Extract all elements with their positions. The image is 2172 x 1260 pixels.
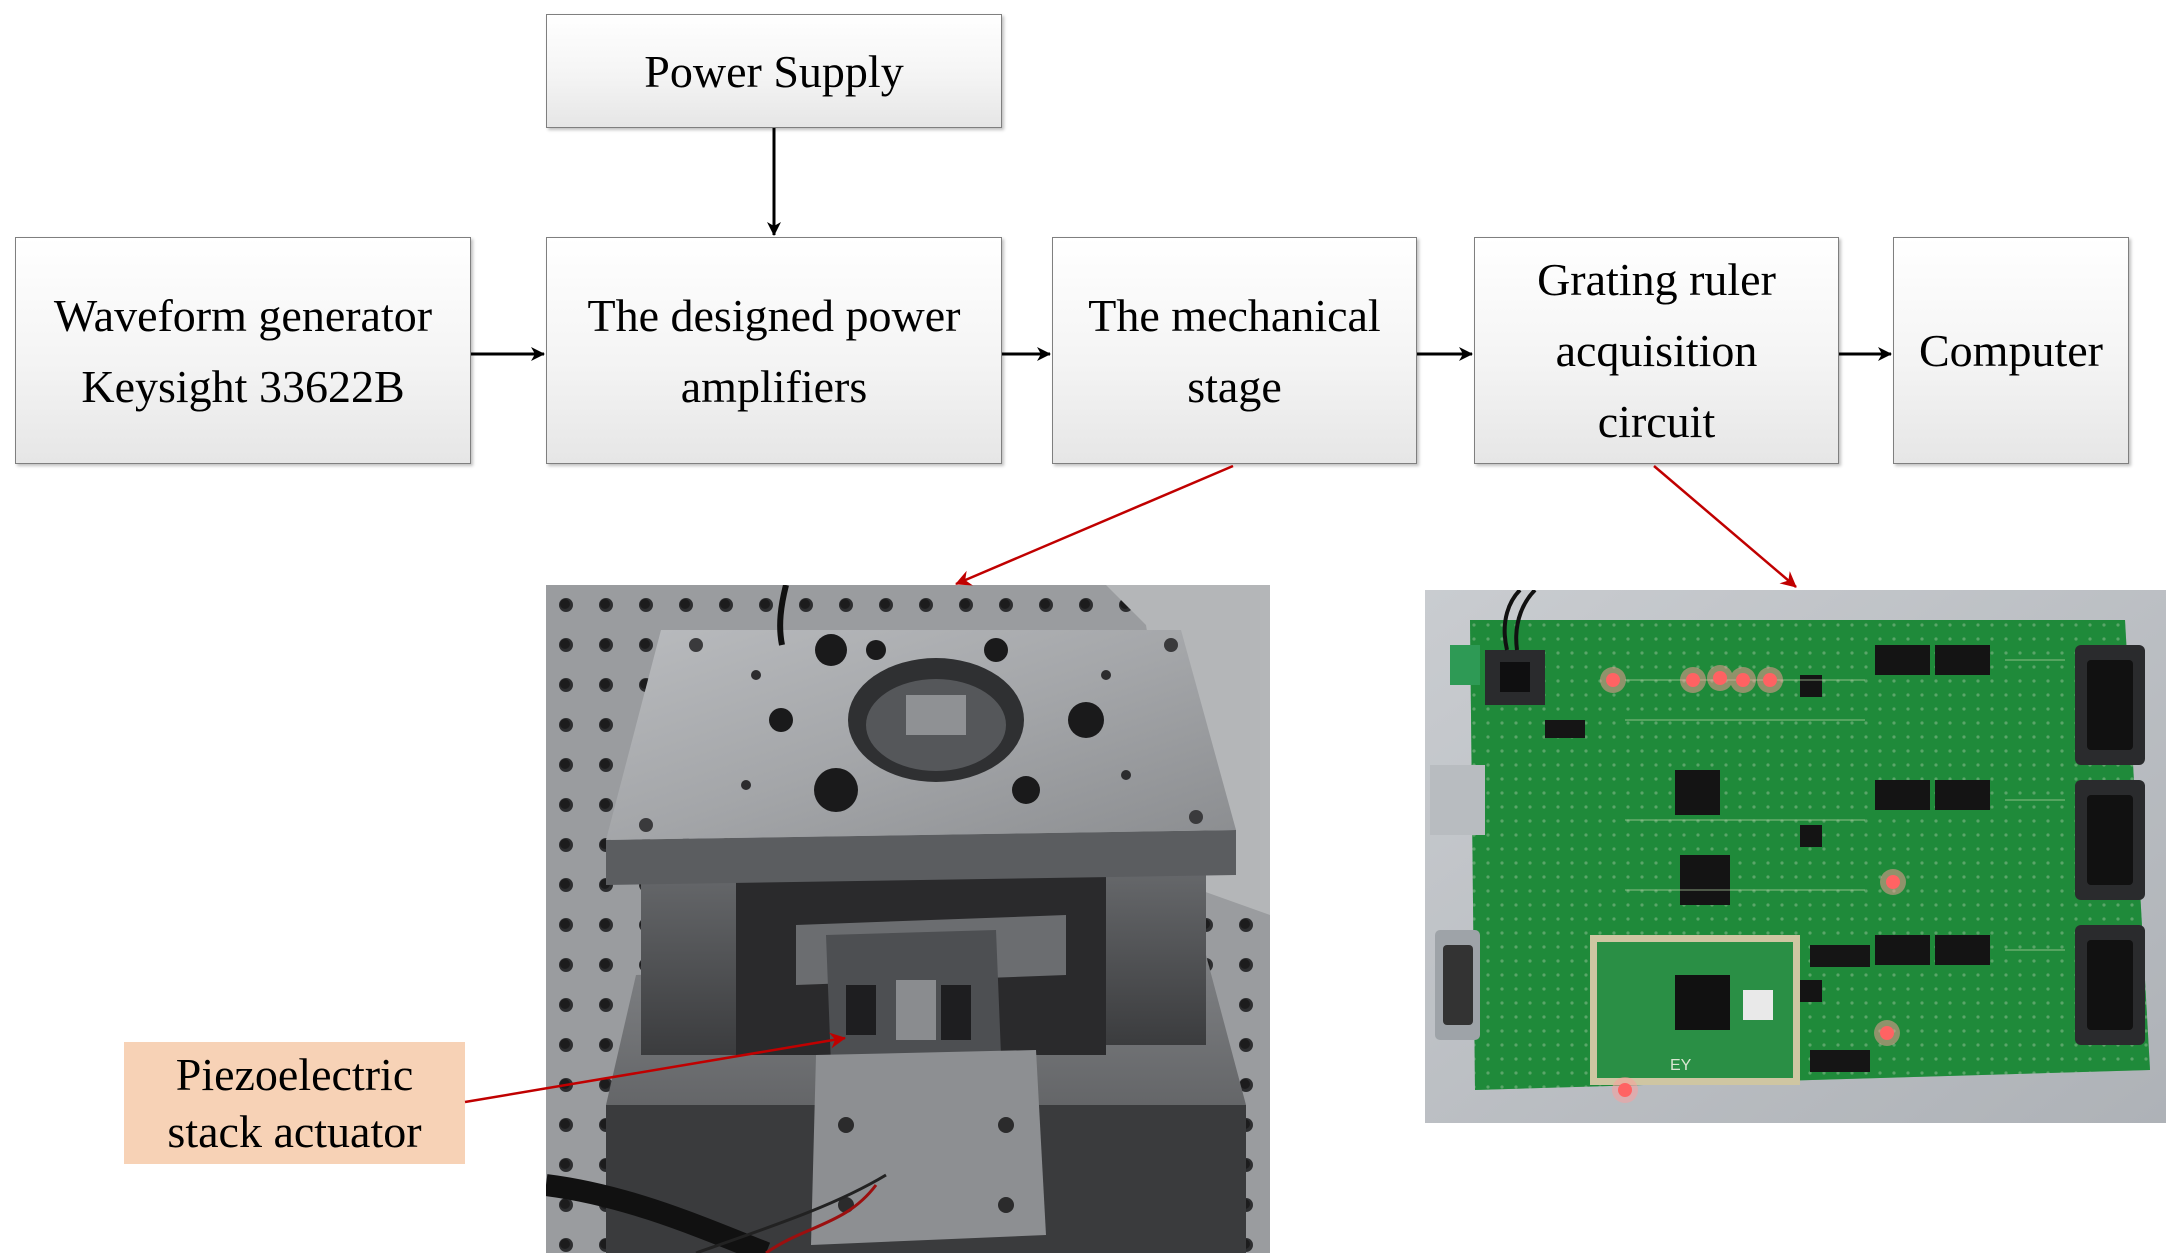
acquisition-circuit-label-line3: circuit <box>1597 396 1716 447</box>
piezo-callout-line2: stack actuator <box>167 1106 422 1157</box>
power-supply-label: Power Supply <box>644 45 904 97</box>
waveform-generator-label-line2: Keysight 33622B <box>81 360 405 412</box>
acquisition-circuit-label-line1: Grating ruler <box>1537 254 1776 305</box>
waveform-generator-block: Waveform generator Keysight 33622B <box>15 237 471 464</box>
piezo-callout-line1: Piezoelectric <box>175 1049 414 1100</box>
pointer-acquisition-to-photo <box>1653 465 1797 588</box>
power-supply-block: Power Supply <box>546 14 1002 128</box>
acquisition-circuit-photo: EY <box>1425 590 2166 1123</box>
mechanical-stage-label-line1: The mechanical <box>1088 289 1381 341</box>
power-amplifiers-label-line1: The designed power <box>587 289 961 341</box>
waveform-generator-label-line1: Waveform generator <box>53 289 433 341</box>
pointer-stage-to-photo <box>955 464 1234 586</box>
mechanical-stage-label-line2: stage <box>1187 360 1282 412</box>
power-amplifiers-label-line2: amplifiers <box>680 360 868 412</box>
pointer-callout-to-actuator <box>464 1032 846 1104</box>
computer-block: Computer <box>1893 237 2129 464</box>
computer-label: Computer <box>1919 325 2103 376</box>
mechanical-stage-photo <box>546 585 1270 1253</box>
acquisition-circuit-label-line2: acquisition <box>1555 325 1758 376</box>
piezo-actuator-callout: Piezoelectric stack actuator <box>124 1042 465 1164</box>
mechanical-stage-block: The mechanical stage <box>1052 237 1417 464</box>
acquisition-circuit-block: Grating ruler acquisition circuit <box>1474 237 1839 464</box>
board-connector-label: EY <box>1670 1057 1692 1074</box>
power-amplifiers-block: The designed power amplifiers <box>546 237 1002 464</box>
